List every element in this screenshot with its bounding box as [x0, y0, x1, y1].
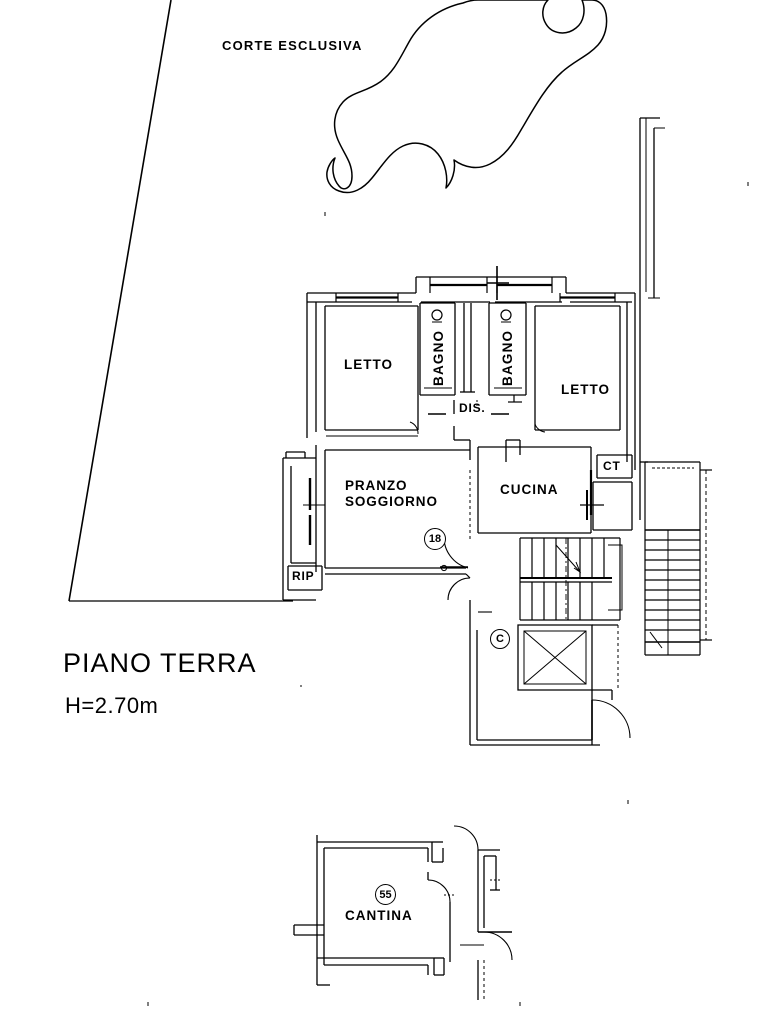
property-boundary	[68, 0, 293, 602]
room-label-ct: CT	[603, 459, 621, 473]
courtyard-label: CORTE ESCLUSIVA	[222, 38, 363, 53]
balcony-left	[282, 451, 325, 601]
common-area-marker: C	[490, 629, 510, 649]
room-label-cantina: CANTINA	[345, 908, 413, 923]
central-shaft	[460, 303, 475, 393]
building-outer-walls	[306, 276, 636, 470]
room-label-soggiorno: SOGGIORNO	[345, 494, 438, 509]
room-ct	[580, 454, 633, 531]
entry-lobby	[447, 573, 631, 746]
elevator-shaft	[517, 624, 593, 691]
room-letto-right	[534, 305, 621, 433]
room-letto-left	[324, 305, 419, 437]
room-bagno-left	[419, 302, 456, 396]
room-label-bagno-right: BAGNO	[500, 329, 515, 386]
room-label-bagno-left: BAGNO	[431, 329, 446, 386]
room-cucina	[477, 446, 593, 534]
room-bagno-right	[488, 302, 527, 403]
right-boundary-wall	[639, 117, 665, 520]
room-label-cucina: CUCINA	[500, 482, 559, 497]
north-wall-windows	[335, 266, 616, 302]
room-rip	[287, 565, 323, 591]
interior-staircase	[519, 537, 623, 621]
unit-number-marker: 18	[424, 528, 446, 550]
room-label-rip: RIP	[292, 569, 315, 583]
room-label-dis: DIS.	[459, 401, 486, 415]
room-pranzo-soggiorno	[315, 445, 471, 575]
room-label-letto-left: LETTO	[344, 357, 394, 372]
cantina-corridor	[453, 825, 513, 1000]
room-label-letto-right: LETTO	[561, 382, 611, 397]
drawing-ticks	[147, 182, 749, 1006]
courtyard-outline	[326, 0, 608, 194]
height-caption: H=2.70m	[65, 693, 159, 718]
cantina-block	[293, 835, 456, 986]
room-label-pranzo: PRANZO	[345, 478, 408, 493]
exterior-staircase	[644, 461, 712, 656]
floor-caption: PIANO TERRA	[63, 648, 257, 678]
cantina-number-marker: 55	[375, 884, 396, 905]
